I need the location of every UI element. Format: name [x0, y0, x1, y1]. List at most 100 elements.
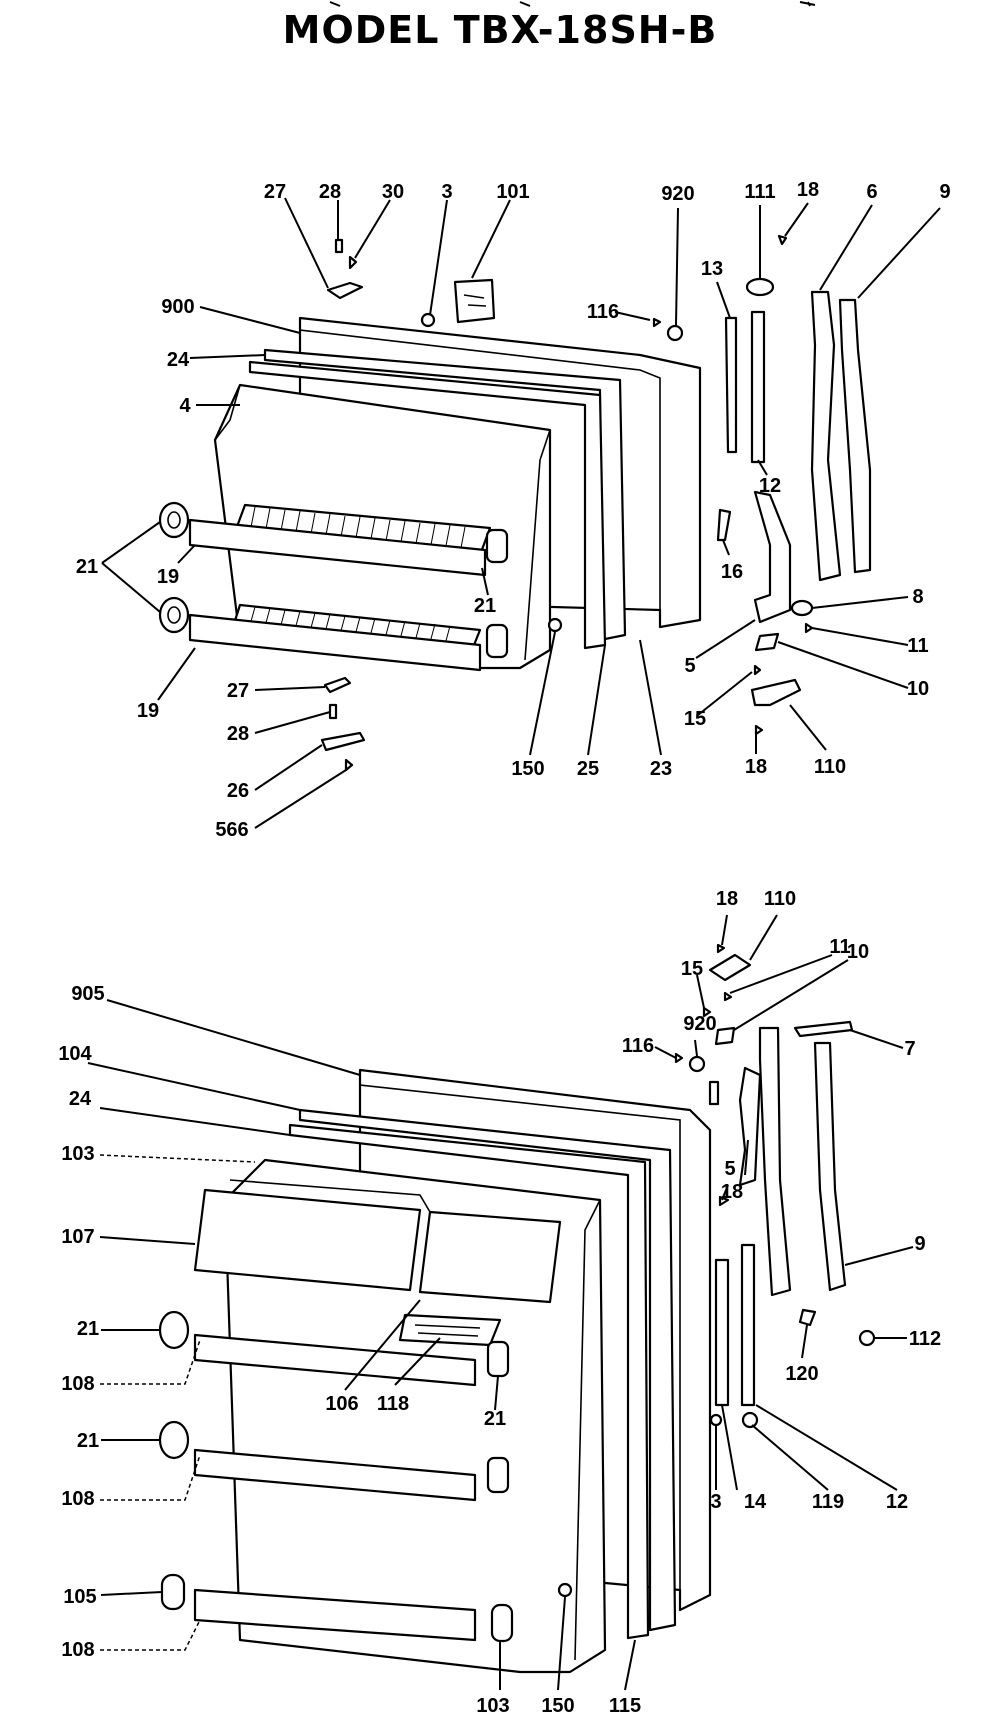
part-110-hinge-plate	[708, 953, 752, 982]
label-m150: 150	[541, 1695, 574, 1717]
label-m11: 11	[829, 936, 850, 958]
label-m3: 3	[710, 1491, 721, 1513]
part-920-plug	[666, 324, 684, 342]
label-m108c: 108	[61, 1639, 94, 1661]
freezer-shelf-bar-lower	[188, 613, 482, 672]
part-112-plug	[858, 1329, 876, 1347]
part-11-screw	[804, 622, 814, 634]
label-m103b: 103	[476, 1695, 509, 1717]
part-10-shim	[754, 632, 780, 652]
label-m18b: 18	[721, 1181, 743, 1203]
fresh-food-gasket-104	[298, 1108, 677, 1632]
label-m920: 920	[683, 1013, 716, 1035]
freezer-leader-lines	[101, 197, 941, 829]
label-10: 10	[907, 678, 929, 700]
label-m107: 107	[61, 1226, 94, 1248]
shelf-end-cap	[158, 596, 190, 634]
part-14-strip	[714, 1258, 730, 1407]
part-12-channel	[750, 310, 766, 464]
label-m15: 15	[681, 958, 703, 980]
part-7-cap	[793, 1020, 854, 1038]
label-m110: 110	[764, 888, 796, 910]
part-5-hinge	[738, 1066, 762, 1187]
part-6-bracket	[758, 1026, 792, 1297]
freezer-frame-25	[248, 360, 607, 650]
shelf-end-cap	[158, 1420, 190, 1460]
label-3: 3	[441, 181, 452, 203]
part-28-pin	[334, 238, 344, 254]
label-m106: 106	[325, 1393, 358, 1415]
label-m24: 24	[69, 1088, 92, 1110]
shelf-end-cap	[486, 1340, 510, 1378]
model-title: MODEL TBX-18SH-B	[282, 8, 718, 52]
part-9-trim	[813, 1041, 847, 1292]
label-18: 18	[797, 179, 819, 201]
label-27b: 27	[227, 680, 249, 702]
label-116: 116	[587, 301, 619, 323]
part-105-end-cap	[160, 1573, 186, 1611]
label-m112: 112	[909, 1328, 941, 1350]
label-m905: 905	[71, 983, 104, 1005]
label-m119: 119	[812, 1491, 844, 1513]
part-27-bracket	[323, 676, 352, 694]
fresh-food-shelf-bar-2	[193, 1448, 477, 1502]
part-107-dairy-door	[193, 1188, 422, 1292]
label-21: 21	[76, 556, 98, 578]
label-26: 26	[227, 780, 249, 802]
label-110: 110	[814, 756, 846, 778]
part-111-cap	[745, 277, 775, 297]
part-3-plug	[709, 1413, 723, 1427]
part-116-screw	[674, 1052, 684, 1064]
label-m5: 5	[724, 1158, 735, 1180]
part-103-end-cap	[490, 1603, 514, 1643]
label-m105: 105	[63, 1586, 96, 1608]
part-28-pin	[328, 703, 338, 720]
label-m21c: 21	[77, 1430, 99, 1452]
label-4: 4	[179, 395, 191, 417]
part-labels: 27 28 30 3 101 920 111 18 6 9 900 116 13…	[58, 179, 950, 1717]
part-16-screw	[716, 508, 732, 542]
label-m12: 12	[886, 1491, 908, 1513]
part-15-screw	[753, 664, 762, 676]
fresh-food-door-assembly	[158, 943, 876, 1674]
part-27-bracket	[326, 281, 364, 300]
label-920: 920	[661, 183, 694, 205]
part-106-dairy-door	[418, 1210, 562, 1304]
part-5-hinge	[753, 490, 792, 624]
part-30-screw	[348, 255, 358, 270]
part-3-plug	[420, 312, 436, 328]
label-m9: 9	[914, 1233, 925, 1255]
part-26-bracket	[320, 731, 366, 752]
part-15-screw	[702, 1006, 712, 1018]
part-10-shim	[714, 1026, 736, 1046]
label-5: 5	[684, 655, 695, 677]
label-25: 25	[577, 758, 599, 780]
part-18-screw	[777, 234, 788, 246]
part-9-trim	[838, 298, 872, 574]
part-6-handle-bracket	[810, 290, 842, 582]
label-m120: 120	[785, 1363, 818, 1385]
label-566: 566	[215, 819, 248, 841]
label-21b: 21	[474, 595, 496, 617]
fresh-food-leader-lines	[87, 914, 914, 1691]
label-900: 900	[161, 296, 194, 318]
label-m14: 14	[744, 1491, 767, 1513]
label-8: 8	[912, 586, 923, 608]
part-18-screw	[716, 943, 726, 954]
part-101-label	[453, 278, 496, 324]
label-m115: 115	[609, 1695, 641, 1717]
label-27: 27	[264, 181, 286, 203]
label-m104: 104	[58, 1043, 92, 1065]
label-150: 150	[511, 758, 544, 780]
part-8-bushing	[708, 1080, 720, 1106]
label-28b: 28	[227, 723, 249, 745]
part-13-strip	[724, 316, 738, 454]
label-12: 12	[759, 475, 781, 497]
freezer-shelf-bar-upper	[188, 518, 487, 577]
label-m116: 116	[622, 1035, 654, 1057]
part-8-bushing	[790, 599, 814, 617]
part-150-plug	[557, 1582, 573, 1598]
freezer-door-assembly	[158, 234, 872, 772]
label-19b: 19	[137, 700, 159, 722]
